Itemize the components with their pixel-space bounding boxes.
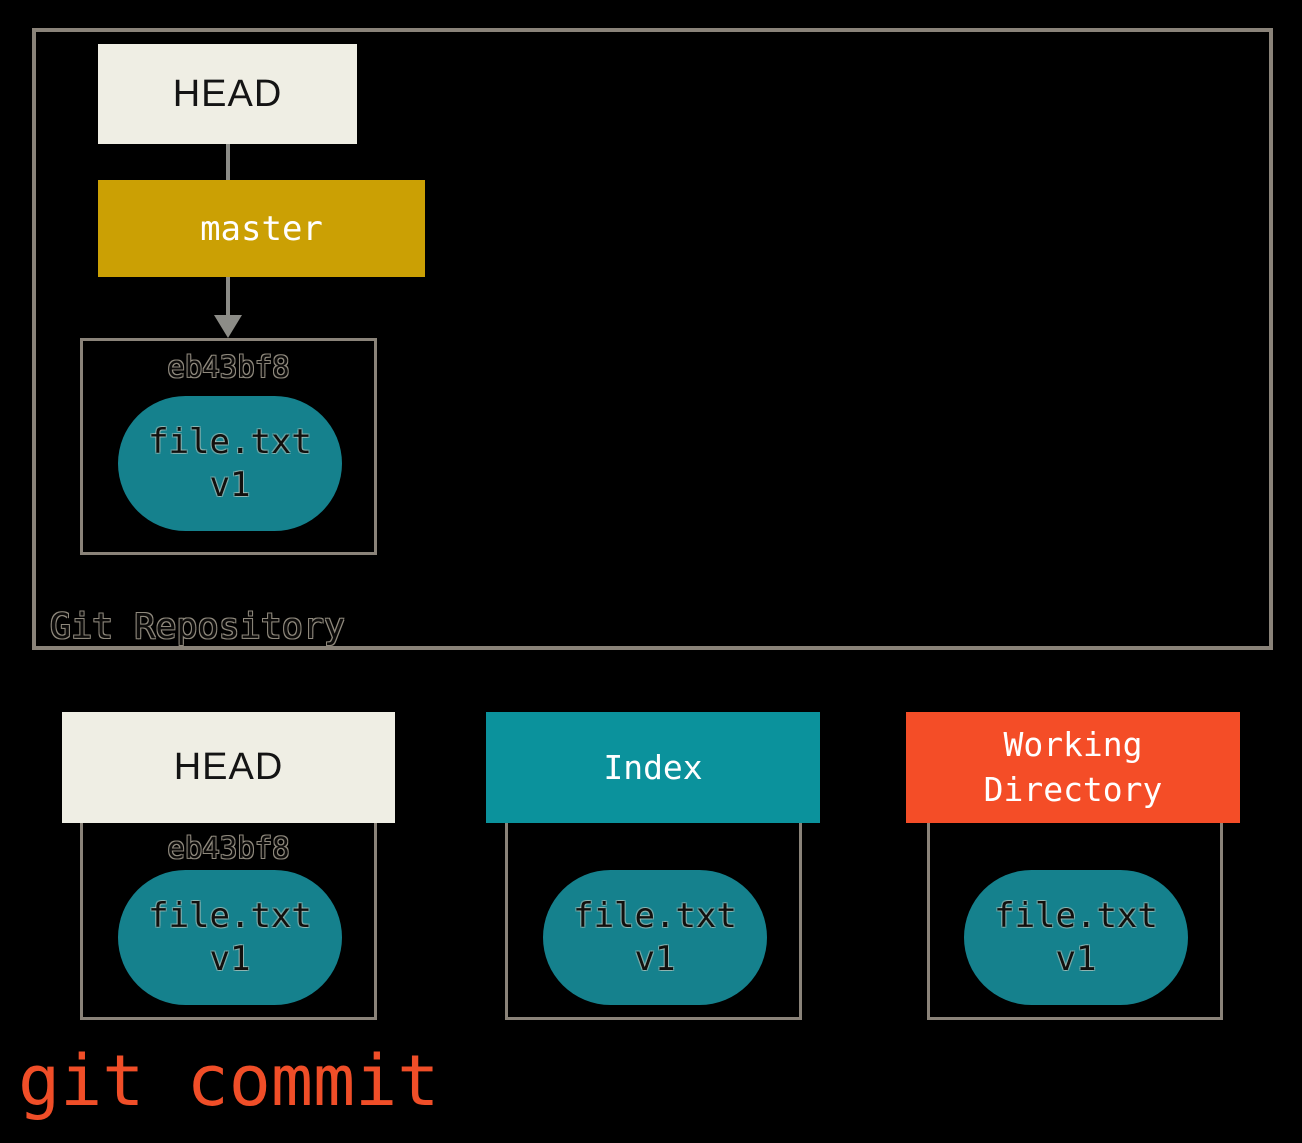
blob-file-name: file.txt — [994, 896, 1158, 936]
master-branch-label: master — [200, 208, 323, 249]
blob-file-version: v1 — [634, 938, 676, 979]
blob-file-name: file.txt — [148, 422, 312, 462]
blob-file-version: v1 — [209, 464, 251, 505]
working-directory-column-title: Working Directory — [983, 724, 1163, 809]
git-repository-container — [32, 28, 1273, 650]
head-column-file-blob: file.txt v1 — [118, 870, 342, 1005]
index-column-file-blob: file.txt v1 — [543, 870, 767, 1005]
repo-head-label: HEAD — [172, 72, 283, 115]
commit-node-box — [80, 338, 377, 555]
head-column-title: HEAD — [173, 746, 284, 788]
working-directory-column-file-blob: file.txt v1 — [964, 870, 1188, 1005]
blob-file-name: file.txt — [148, 896, 312, 936]
commit-hash-label: eb43bf8 — [167, 350, 290, 384]
master-to-commit-connector — [226, 277, 230, 317]
master-branch-box: master — [98, 180, 425, 277]
git-repository-title: Git Repository — [50, 607, 346, 647]
repo-head-box: HEAD — [98, 44, 357, 144]
index-column-title: Index — [603, 748, 703, 787]
command-label: git commit — [18, 1040, 440, 1122]
head-column-header: HEAD — [62, 712, 395, 823]
index-column-header: Index — [486, 712, 820, 823]
head-to-master-connector — [226, 144, 230, 182]
blob-file-version: v1 — [1055, 938, 1097, 979]
arrow-down-icon — [214, 315, 242, 338]
working-directory-column-header: Working Directory — [906, 712, 1240, 823]
blob-file-version: v1 — [209, 938, 251, 979]
commit-file-blob: file.txt v1 — [118, 396, 342, 531]
head-column-hash-label: eb43bf8 — [167, 831, 290, 865]
blob-file-name: file.txt — [573, 896, 737, 936]
